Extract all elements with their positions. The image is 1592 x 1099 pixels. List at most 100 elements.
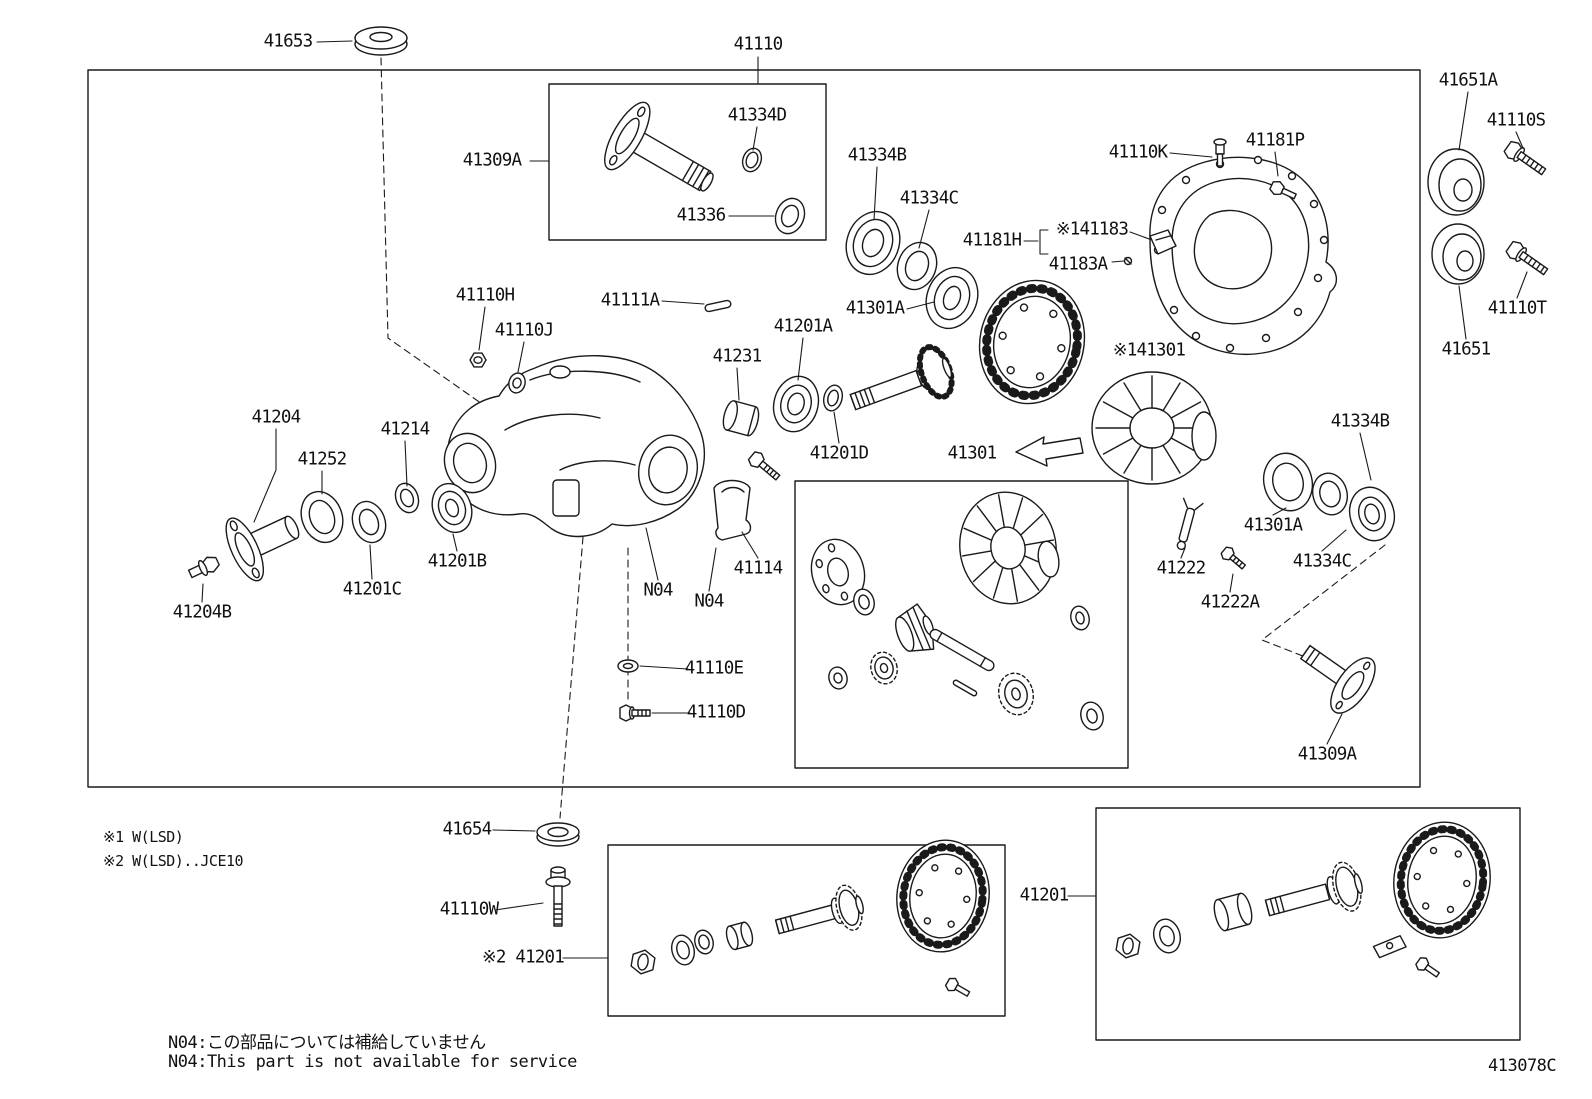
diff-side-flange (810, 538, 866, 606)
pinion-cross-shaft (929, 628, 995, 672)
bolt-41110w (545, 866, 571, 927)
part-label-41334b-mid: 41334B (847, 145, 907, 166)
cushion-41651a (1427, 148, 1485, 216)
leader-lines (201, 40, 1528, 959)
part-label-41336: 41336 (676, 205, 726, 226)
part-label-41301: 41301 (947, 443, 997, 464)
part-label-41110e: 41110E (684, 658, 744, 679)
washer-41201d (822, 384, 844, 412)
part-label-41201c: 41201C (342, 579, 402, 600)
side-flange-41309a (1300, 644, 1376, 714)
snap-ring-41334d (741, 147, 763, 173)
part-label-41110k: 41110K (1108, 142, 1168, 163)
footnote-1: ※1 W(LSD) (103, 828, 184, 846)
race-41334c (896, 241, 938, 291)
washer-pair-lsd (670, 929, 714, 966)
bearing-cap-41114 (713, 479, 752, 541)
breather-valve-41110k (1213, 138, 1227, 167)
part-label-41110t: 41110T (1487, 298, 1547, 319)
pinion-pin (952, 679, 978, 697)
part-label-41110: 41110 (733, 34, 783, 55)
part-label-41214: 41214 (380, 419, 430, 440)
part-label-41183: ※141183 (1055, 219, 1129, 240)
carrier-housing (443, 355, 705, 538)
pinion-gear-a (870, 651, 898, 685)
part-label-n04-a: N04 (643, 580, 673, 601)
part-label-41110j: 41110J (494, 320, 554, 341)
part-label-41181p: 41181P (1245, 130, 1305, 151)
part-label-41334d: 41334D (727, 105, 787, 126)
washer-41110e (617, 659, 639, 673)
cushion-41651 (1431, 223, 1485, 285)
bolt-lsd-kit (944, 977, 971, 997)
pinion-kit-frame (1095, 807, 1521, 1041)
washer-41110j (508, 372, 526, 394)
bolt-41181p (1269, 180, 1297, 200)
nut-41204b (187, 556, 220, 579)
pinion-nut (1115, 933, 1141, 959)
drive-pinion (849, 344, 955, 411)
assembly-arrow (1015, 436, 1084, 467)
part-label-41309a-top: 41309A (462, 150, 522, 171)
bearing-41301a (925, 266, 979, 330)
part-label-41204b: 41204B (172, 602, 232, 623)
footnote-2: ※2 W(LSD)..JCE10 (103, 852, 244, 870)
bolt-kit (1415, 957, 1440, 978)
part-label-41201b: 41201B (427, 551, 487, 572)
pinion-kit-lsd-frame (607, 844, 1006, 1017)
oil-seal-41336 (774, 197, 806, 235)
part-label-41204: 41204 (251, 407, 301, 428)
spacer-41231 (722, 400, 760, 437)
part-label-41222a: 41222A (1200, 592, 1260, 613)
clamp-kit (1372, 935, 1407, 959)
pin-41111a (704, 299, 732, 313)
part-label-41651a: 41651A (1438, 70, 1498, 91)
part-label-41110d: 41110D (686, 702, 746, 723)
bolt-41110t (1505, 240, 1549, 276)
part-label-41231: 41231 (712, 346, 762, 367)
service-note-jp: N04:この部品については補給していません (168, 1033, 486, 1053)
part-label-41183a: 41183A (1048, 254, 1108, 275)
part-label-41181h: 41181H (962, 230, 1022, 251)
part-label-41201-lsd: ※2 41201 (481, 947, 565, 968)
part-label-41110s: 41110S (1486, 110, 1546, 131)
companion-flange-41204 (225, 515, 300, 582)
bearing-41301a-right (1262, 452, 1314, 512)
part-label-41334b-right: 41334B (1330, 411, 1390, 432)
lock-41222 (1176, 497, 1204, 551)
diff-case-subassembly-frame (794, 480, 1129, 769)
diff-case (959, 491, 1060, 605)
part-label-41201: 41201 (1019, 885, 1069, 906)
clip-41183 (1149, 229, 1177, 255)
part-label-41334c-mid: 41334C (899, 188, 959, 209)
bearing-41334b (845, 210, 901, 276)
part-label-41301-lsd: ※141301 (1112, 340, 1186, 361)
ring-gear-kit (1393, 821, 1491, 939)
bearing-41334-right (1348, 486, 1396, 542)
bearing-41201a (772, 375, 820, 433)
part-label-41651: 41651 (1441, 339, 1491, 360)
part-label-41110h: 41110H (455, 285, 515, 306)
part-label-41334c-right: 41334C (1292, 551, 1352, 572)
pinion-nut-lsd (630, 949, 656, 975)
washer-41214 (394, 482, 420, 514)
breather-plug-41653 (354, 26, 408, 56)
side-gear-b (998, 672, 1034, 716)
screw-41183a (1123, 256, 1133, 266)
part-label-41201d: 41201D (809, 443, 869, 464)
drive-pinion-lsd (774, 884, 864, 935)
drive-pinion-kit (1264, 861, 1363, 917)
thrust-washer-b (1070, 605, 1090, 631)
part-label-41110w: 41110W (439, 899, 499, 920)
main-assembly-frame (87, 69, 1421, 788)
part-label-41201a: 41201A (773, 316, 833, 337)
slinger-41252 (300, 490, 344, 544)
spacer-kit (1213, 892, 1253, 932)
washer-41654 (536, 822, 580, 847)
service-note-en: N04:This part is not available for servi… (168, 1052, 577, 1072)
side-gear-a (895, 603, 935, 652)
race-mid-right (1312, 472, 1348, 516)
bearing-41201b (431, 482, 473, 534)
part-label-41114: 41114 (733, 558, 783, 579)
